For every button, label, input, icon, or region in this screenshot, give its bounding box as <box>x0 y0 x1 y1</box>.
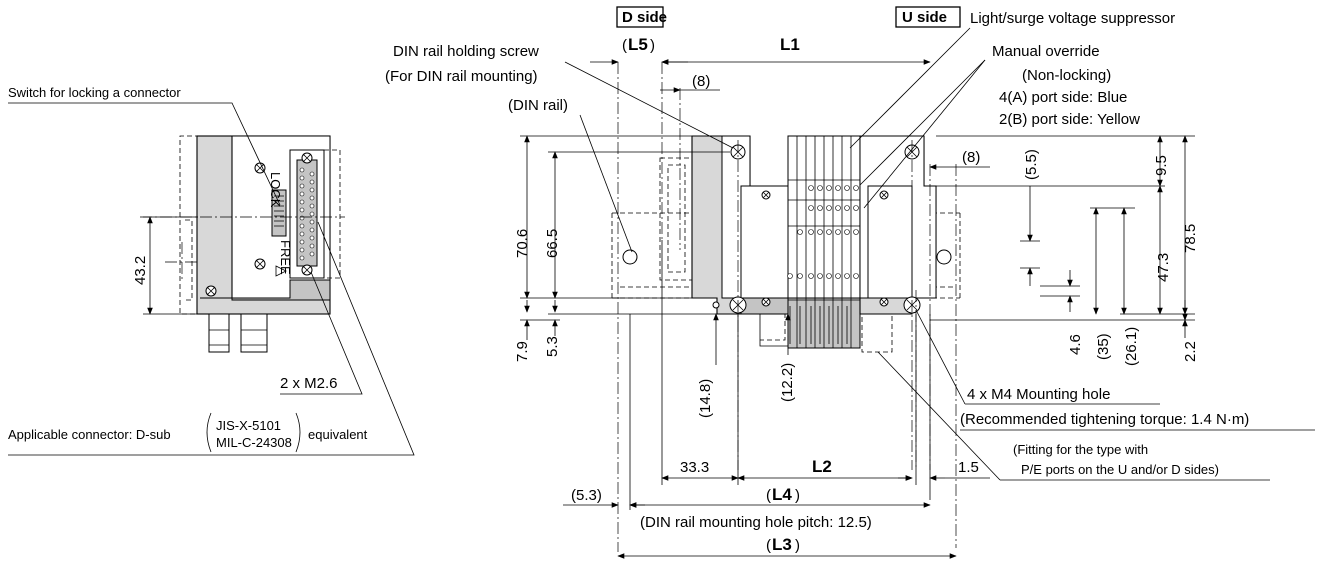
end-plate-screw-icon <box>712 190 889 309</box>
valve-stations <box>787 135 861 349</box>
d-side-label: D side <box>622 9 667 26</box>
non-locking-label: (Non-locking) <box>1022 67 1111 84</box>
dim-5-3-h: (5.3) <box>571 487 602 504</box>
fitting-label-2: P/E ports on the U and/or D sides) <box>1021 462 1219 477</box>
dim-l2: L2 <box>812 457 832 476</box>
dim-70-6: 70.6 <box>514 229 531 258</box>
dim-l3-close: ) <box>795 537 800 554</box>
manifold-top-view <box>611 62 961 552</box>
port-4a-label: 4(A) port side: Blue <box>999 89 1127 106</box>
dim-66-5: 66.5 <box>544 229 561 258</box>
dsub-pins <box>299 167 315 261</box>
dim-l5-open: ( <box>622 37 627 54</box>
dim-4-6: 4.6 <box>1067 334 1084 355</box>
din-rail-label: (DIN rail) <box>508 97 568 114</box>
torque-label: (Recommended tightening torque: 1.4 N·m) <box>960 411 1249 428</box>
dim-l4: L4 <box>772 485 792 504</box>
dim-12-2: (12.2) <box>779 363 796 402</box>
mounting-hole-label: 4 x M4 Mounting hole <box>967 386 1110 403</box>
dim-l3-open: ( <box>766 537 771 554</box>
fitting-label-1: (Fitting for the type with <box>1013 442 1148 457</box>
dim-26-1: (26.1) <box>1123 327 1140 366</box>
dim-2-2: 2.2 <box>1182 341 1199 362</box>
connector-label-prefix: Applicable connector: D-sub <box>8 427 171 442</box>
switch-lock-label: Switch for locking a connector <box>8 85 181 100</box>
connector-std-jis: JIS-X-5101 <box>216 418 281 433</box>
din-screw-mount-label: (For DIN rail mounting) <box>385 68 538 85</box>
din-screw-label: DIN rail holding screw <box>393 43 539 60</box>
dim-8-right: (8) <box>962 149 980 166</box>
dim-5-3-v: 5.3 <box>544 336 561 357</box>
lock-switch: LOCK FREE <box>268 172 293 277</box>
dim-1-5: 1.5 <box>958 459 979 476</box>
connector-label-suffix: equivalent <box>308 427 368 442</box>
dim-l5: L5 <box>628 35 648 54</box>
dim-5-5: (5.5) <box>1023 149 1040 180</box>
connector-std-mil: MIL-C-24308 <box>216 435 292 450</box>
side-view: LOCK FREE 43.2 <box>132 135 345 353</box>
dim-78-5: 78.5 <box>1182 224 1199 253</box>
dim-7-9: 7.9 <box>514 341 531 362</box>
screw-icon <box>205 162 266 297</box>
free-text: FREE <box>278 240 293 275</box>
light-surge-label: Light/surge voltage suppressor <box>970 10 1175 27</box>
u-side-label: U side <box>902 9 947 26</box>
dim-l4-close: ) <box>795 487 800 504</box>
dim-14-8: (14.8) <box>697 379 714 418</box>
dim-l3: L3 <box>772 535 792 554</box>
fittings <box>208 313 268 353</box>
dim-8-top: (8) <box>692 73 710 90</box>
din-pitch-label: (DIN rail mounting hole pitch: 12.5) <box>640 514 872 531</box>
din-rail-hole-icon <box>622 249 952 265</box>
dim-35: (35) <box>1095 333 1112 360</box>
dim-43-2: 43.2 <box>132 256 149 285</box>
dim-47-3: 47.3 <box>1155 253 1172 282</box>
lock-text: LOCK <box>268 172 283 208</box>
dim-33-3: 33.3 <box>680 459 709 476</box>
dim-l4-open: ( <box>766 487 771 504</box>
m2-6-screw-icon <box>301 152 313 276</box>
dim-9-5: 9.5 <box>1153 155 1170 176</box>
manual-override-label: Manual override <box>992 43 1100 60</box>
dim-l1: L1 <box>780 35 800 54</box>
port-2b-label: 2(B) port side: Yellow <box>999 111 1140 128</box>
dim-l5-close: ) <box>650 37 655 54</box>
m2-6-label: 2 x M2.6 <box>280 375 338 392</box>
